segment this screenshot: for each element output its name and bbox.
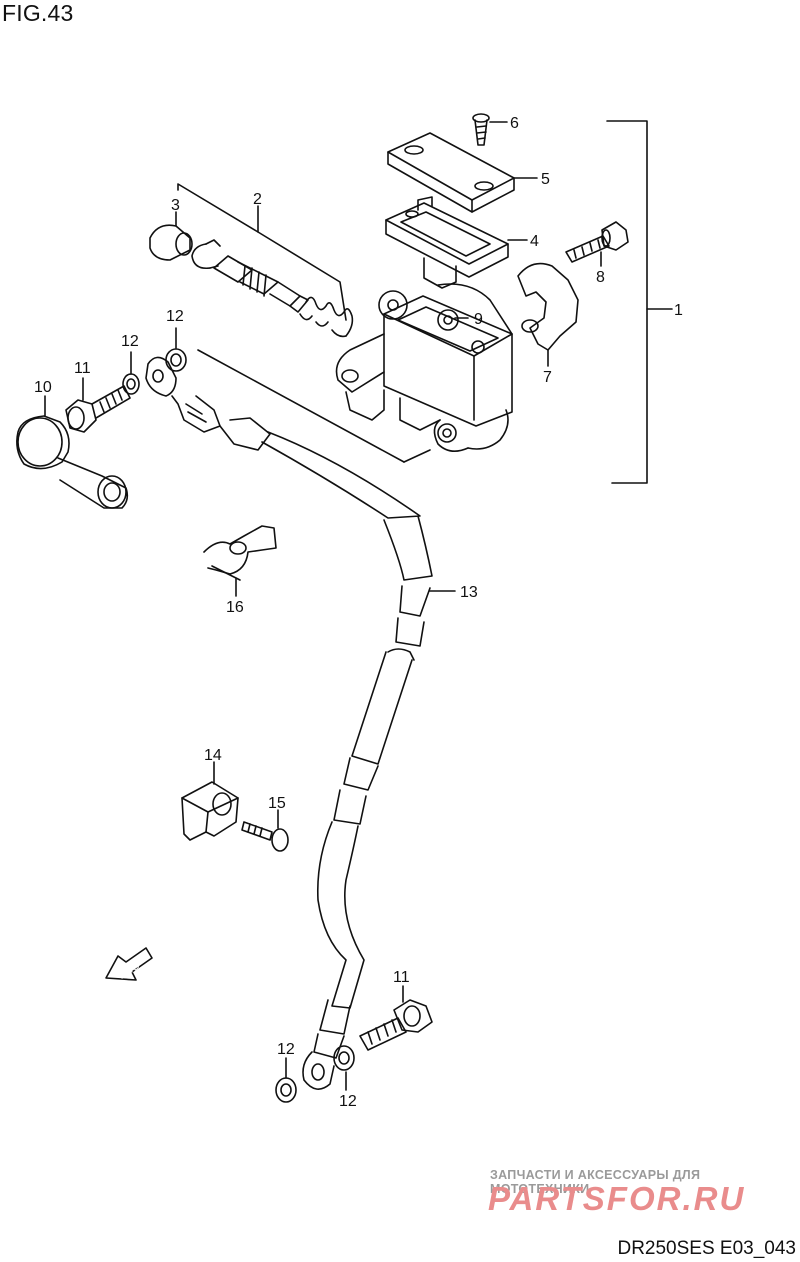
part-piston-spring	[213, 255, 354, 338]
part-washer-12-c	[275, 1077, 297, 1103]
callout-12-a: 12	[121, 333, 139, 350]
part-washer-12-d	[333, 1045, 355, 1071]
part-screw-15	[241, 821, 289, 852]
callout-12-b: 12	[166, 308, 184, 325]
callout-5: 5	[541, 171, 550, 188]
callout-8: 8	[596, 269, 605, 286]
leader-2	[177, 183, 347, 321]
part-hose-guide-14	[181, 781, 239, 841]
part-screw-6	[472, 113, 490, 146]
part-banjo-10	[16, 415, 129, 509]
callout-15: 15	[268, 795, 286, 812]
part-union-bolt-11-top	[65, 385, 131, 433]
figure-title: FIG.43	[2, 0, 74, 26]
callout-13: 13	[460, 584, 478, 601]
part-washer-12-b	[165, 348, 187, 372]
part-washer-12-a	[122, 373, 140, 395]
part-bolt-8	[565, 221, 629, 263]
callout-4: 4	[530, 233, 539, 250]
fwd-label: FWD	[117, 960, 142, 981]
watermark-tagline: ЗАПЧАСТИ И АКСЕССУАРЫ ДЛЯ МОТОТЕХНИКИ	[490, 1168, 701, 1196]
callout-12-d: 12	[339, 1093, 357, 1110]
callout-7: 7	[543, 369, 552, 386]
part-reservoir-cap-5	[387, 132, 515, 213]
callout-14: 14	[204, 747, 222, 764]
part-union-bolt-11-bottom	[359, 999, 433, 1051]
assembly-axis-line	[197, 349, 405, 463]
callout-3: 3	[171, 197, 180, 214]
part-boot-3	[149, 224, 193, 261]
assembly-axis-line-end	[403, 449, 431, 463]
assembly-bracket-1	[606, 120, 648, 484]
callout-6: 6	[510, 115, 519, 132]
callout-16: 16	[226, 599, 244, 616]
watermark-brand: PARTSFOR.RU	[488, 1180, 746, 1217]
part-hose-clamp-16	[203, 525, 277, 581]
callout-2: 2	[253, 191, 262, 208]
part-brake-hose-13	[145, 356, 433, 1090]
callout-1: 1	[674, 302, 683, 319]
callout-11-bottom: 11	[393, 969, 410, 986]
part-master-cylinder-body-1	[335, 283, 513, 452]
callout-10: 10	[34, 379, 52, 396]
part-handlebar-holder-7	[517, 262, 579, 351]
callout-9: 9	[474, 311, 483, 328]
part-diaphragm-4	[385, 196, 509, 289]
figure-code: DR250SES E03_043	[617, 1238, 796, 1259]
part-circlip	[191, 243, 211, 270]
fwd-arrow-icon	[105, 947, 153, 981]
callout-11-top: 11	[74, 360, 91, 377]
callout-12-c: 12	[277, 1041, 295, 1058]
